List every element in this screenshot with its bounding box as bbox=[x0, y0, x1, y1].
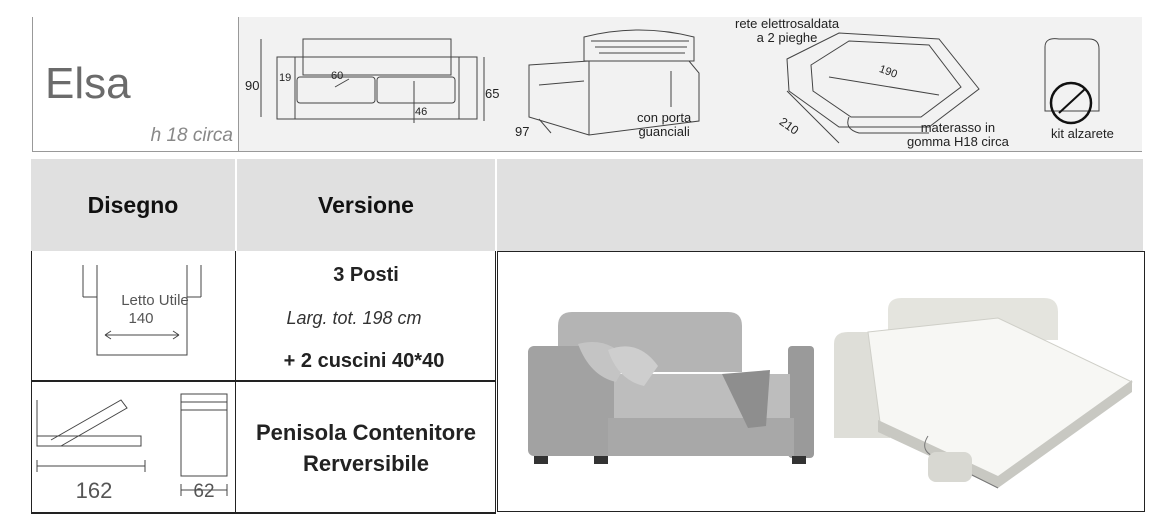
product-photo-frame bbox=[497, 251, 1145, 512]
label-pillows: con porta guanciali bbox=[637, 110, 692, 139]
header-drawing: Disegno bbox=[31, 159, 235, 251]
chaise-title-line2: Rerversibile bbox=[303, 451, 429, 476]
dim-seat-height: 46 bbox=[415, 106, 428, 118]
dim-back-height: 65 bbox=[485, 86, 500, 101]
sofa-closed-image bbox=[528, 312, 814, 464]
sofa-mechanism-drawing bbox=[528, 29, 700, 136]
chaise-depth: 62 bbox=[193, 481, 215, 502]
row-divider bbox=[31, 380, 495, 382]
column-divider-right bbox=[495, 251, 496, 512]
product-name-box: Elsa h 18 circa bbox=[32, 17, 239, 152]
dim-arm: 19 bbox=[279, 72, 292, 84]
label-kit: kit alzarete bbox=[1051, 126, 1114, 141]
bed-plan-drawing bbox=[82, 265, 202, 356]
sofa-open-image bbox=[834, 298, 1133, 489]
chaise-drawing bbox=[36, 393, 228, 496]
header-photo bbox=[497, 159, 1143, 251]
version-extras: + 2 cuscini 40*40 bbox=[283, 350, 445, 372]
header-drawing-label: Disegno bbox=[87, 191, 179, 218]
bed-open-drawing bbox=[786, 32, 980, 144]
bed-label: Letto Utile bbox=[121, 292, 189, 309]
header-version: Versione bbox=[237, 159, 495, 251]
dim-seat-depth: 60 bbox=[331, 70, 344, 82]
dim-height: 90 bbox=[245, 78, 260, 93]
product-name: Elsa bbox=[45, 59, 131, 108]
sofa-front-drawing bbox=[260, 38, 485, 123]
label-net: rete elettrosaldata a 2 pieghe bbox=[735, 16, 840, 45]
dim-depth: 97 bbox=[515, 124, 530, 139]
chaise-title-line1: Penisola Contenitore bbox=[255, 420, 477, 445]
chaise-length: 162 bbox=[75, 478, 113, 503]
table-body bbox=[31, 251, 496, 514]
version-title: 3 Posti bbox=[333, 264, 399, 286]
version-width: Larg. tot. 198 cm bbox=[286, 308, 422, 328]
header-version-label: Versione bbox=[318, 191, 414, 218]
kit-alzarete-drawing bbox=[1044, 38, 1100, 125]
technical-drawings bbox=[260, 29, 1100, 144]
label-mattress: materasso in gomma H18 circa bbox=[907, 120, 1009, 149]
bed-width: 140 bbox=[128, 310, 154, 327]
product-subtitle: h 18 circa bbox=[150, 125, 233, 146]
technical-diagram-band: 90 19 60 46 65 97 con porta guanciali re… bbox=[238, 17, 1142, 152]
product-photo bbox=[528, 298, 1133, 489]
